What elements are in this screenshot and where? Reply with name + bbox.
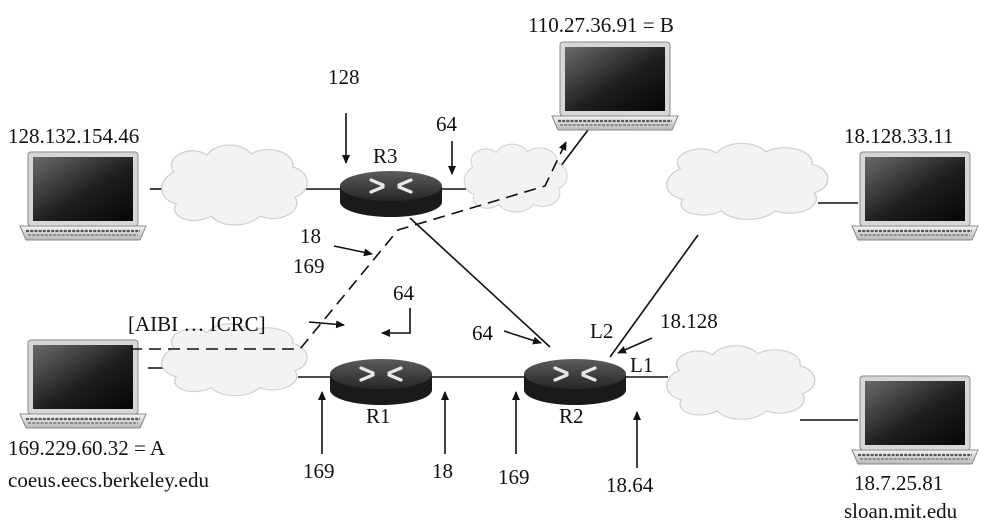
laptop-lower-right [850,374,980,466]
arrow-r3-18-169 [333,245,373,257]
label-r2-bottom-right: 18.64 [606,473,654,497]
host-b-ip: 110.27.36.91 = B [528,13,674,37]
host-top-left-ip: 128.132.154.46 [8,124,139,148]
host-a-name: coeus.eecs.berkeley.edu [8,468,209,492]
link-r3-r2 [409,217,551,348]
router-r1-label: R1 [366,404,391,428]
host-a-ip: 169.229.60.32 = A [8,436,166,460]
router-r2 [522,357,628,407]
cloud-upper-right [666,142,829,221]
label-r1-bottom-left: 169 [303,459,335,483]
cloud-b [463,143,568,213]
arrow-r2-18-128 [617,337,653,354]
host-upper-right-ip: 18.128.33.11 [844,124,953,148]
router-r1 [328,357,434,407]
arrow-r2-64 [503,330,542,345]
label-r3-left-a: 18 [300,224,321,248]
label-r2-bottom-left: 169 [498,465,530,489]
port-l1-label: L1 [630,353,653,377]
label-r1-top: 64 [393,281,415,305]
packet-label: [AIBI … ICRC] [128,312,266,336]
label-r1-bottom-right: 18 [432,459,453,483]
label-r3-right: 64 [436,112,458,136]
host-lower-right-name: sloan.mit.edu [844,499,958,523]
laptop-a [18,338,148,430]
cloud-top-left [161,144,308,226]
router-r2-label: R2 [559,404,584,428]
label-r2-l2: 18.128 [660,309,718,333]
arrow-packet [308,320,345,329]
label-r3-left-b: 169 [293,254,325,278]
host-lower-right-ip: 18.7.25.81 [854,471,943,495]
cloud-lower-right [666,344,816,420]
arrow-r1-64 [381,308,411,337]
laptop-upper-right [850,150,980,242]
packet-path [130,141,567,350]
laptop-b [550,40,680,132]
link-r2-cloudur [609,234,699,358]
router-r3-label: R3 [373,144,398,168]
port-l2-label: L2 [590,319,613,343]
label-r2-left: 64 [472,321,494,345]
label-r3-top: 128 [328,65,360,89]
router-r3 [338,169,444,219]
laptop-top-left [18,150,148,242]
